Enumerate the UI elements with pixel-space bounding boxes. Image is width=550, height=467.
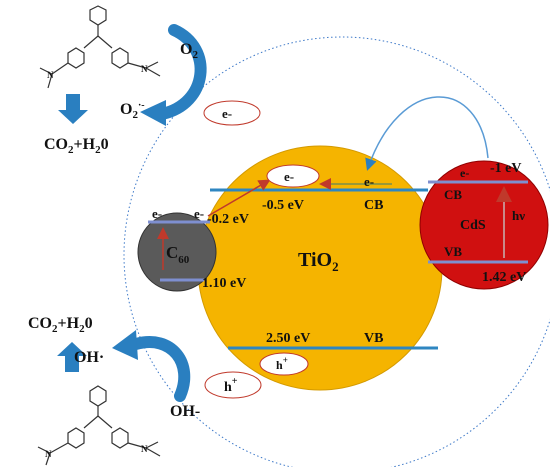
c60-cb-energy: -0.2 eV <box>207 212 249 227</box>
up-block-arrow <box>57 342 87 372</box>
tio2-vb-label: VB <box>364 331 383 346</box>
hole-bubble-bottom <box>204 371 262 399</box>
electron-bubble-top <box>203 100 261 126</box>
c60-label: C60 <box>166 243 190 266</box>
c60-electron-left: e- <box>152 206 162 221</box>
hole-bubble-bottom-text: h+ <box>224 376 238 395</box>
electron-bubble-top-text: e- <box>222 106 232 121</box>
oh-oxidation-arrowhead <box>112 330 138 360</box>
cds-vb-label: VB <box>444 244 462 259</box>
electron-transfer-text: e- <box>364 174 374 189</box>
hole-bubble-vb-text: h+ <box>276 355 288 372</box>
oh-radical-label: OH· <box>74 349 104 366</box>
c60-electron-right: e- <box>194 206 204 221</box>
cds-to-tio2-curved-arrow <box>365 96 489 171</box>
dye-molecule-bottom <box>37 385 161 466</box>
cds-cb-energy: -1 eV <box>490 161 522 176</box>
electron-bubble-cb <box>266 164 320 188</box>
tio2-vb-energy: 2.50 eV <box>266 331 310 346</box>
tio2-cb-energy: -0.5 eV <box>262 198 304 213</box>
c60-vb-energy: 1.10 eV <box>202 276 246 291</box>
o2-reduction-arrow <box>156 24 207 120</box>
dye-top-n-right: N <box>141 64 148 74</box>
tio2-label: TiO2 <box>298 249 339 274</box>
cds-label: CdS <box>460 218 486 233</box>
o2-radical-label: O2·- <box>120 100 145 121</box>
o2-label: O2 <box>180 41 198 61</box>
bottom-product-label: CO2+H20 <box>28 315 93 335</box>
dye-bottom-n-left: N <box>45 449 52 459</box>
c60-to-tio2-arrow <box>207 179 271 217</box>
hole-bubble-vb <box>259 352 309 376</box>
dye-top-n-left: N <box>47 70 54 80</box>
cds-particle <box>419 160 549 290</box>
dye-bottom-n-right: N <box>141 444 148 454</box>
cds-cb-label: CB <box>444 187 462 202</box>
electron-bubble-cb-text: e- <box>284 169 294 184</box>
down-block-arrow <box>58 94 88 124</box>
cds-electron: e- <box>460 166 469 180</box>
cds-excitation-label: hν <box>512 208 525 223</box>
o2-reduction-arrowhead <box>140 100 166 126</box>
cds-vb-energy: 1.42 eV <box>482 270 526 285</box>
tio2-cb-label: CB <box>364 198 383 213</box>
top-product-label: CO2+H20 <box>44 136 109 156</box>
oh-oxidation-arrow <box>130 336 191 402</box>
hydroxide-label: OH- <box>170 403 200 420</box>
dye-molecule-top <box>39 5 161 89</box>
outer-dotted-circle <box>123 36 550 467</box>
